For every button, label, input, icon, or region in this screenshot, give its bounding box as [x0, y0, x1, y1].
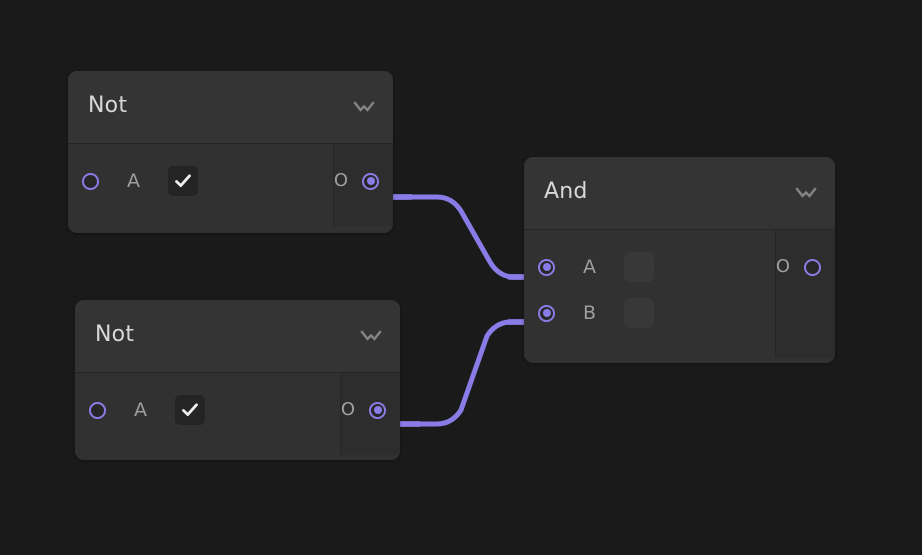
chevron-down-icon[interactable] — [795, 186, 817, 200]
spacer — [524, 230, 775, 244]
spacer — [75, 373, 340, 387]
node-header-and-1[interactable]: And — [524, 157, 835, 230]
input-column: A — [68, 144, 333, 226]
stub-not2-out — [398, 421, 420, 427]
input-port-b[interactable] — [538, 304, 555, 322]
spacer — [524, 336, 775, 358]
input-label: A — [583, 255, 596, 278]
stub-not1-out — [390, 194, 412, 200]
node-title: Not — [95, 322, 135, 347]
output-port-o[interactable] — [362, 172, 379, 190]
spacer — [68, 144, 333, 158]
spacer — [75, 433, 340, 455]
checkbox-a[interactable] — [168, 166, 198, 196]
output-row-o: O — [341, 387, 400, 433]
wire-not1-to-and-a[interactable] — [389, 194, 527, 280]
spacer — [334, 144, 393, 158]
checkbox-b — [624, 298, 655, 328]
input-row-b: B — [524, 290, 775, 336]
output-port-o[interactable] — [804, 258, 821, 276]
node-header-not-2[interactable]: Not — [75, 300, 400, 373]
output-column: O — [339, 373, 400, 455]
input-label: A — [127, 169, 140, 192]
checkbox-a[interactable] — [175, 395, 205, 425]
input-row-a: A — [75, 387, 340, 433]
output-column: O — [332, 144, 393, 226]
output-label: O — [333, 170, 348, 191]
spacer — [776, 230, 835, 244]
output-row-o: O — [776, 244, 835, 290]
input-label: B — [583, 301, 597, 324]
node-title: Not — [88, 93, 128, 118]
output-row-o: O — [334, 158, 393, 204]
chevron-down-icon[interactable] — [360, 329, 382, 343]
input-column: A — [75, 373, 340, 455]
node-title: And — [544, 179, 588, 204]
output-column: O — [774, 230, 835, 358]
node-header-not-1[interactable]: Not — [68, 71, 393, 144]
input-port-a[interactable] — [89, 401, 106, 419]
checkbox-a — [624, 252, 654, 282]
output-label: O — [340, 399, 355, 420]
output-label: O — [775, 256, 790, 277]
input-row-a: A — [68, 158, 333, 204]
spacer — [341, 373, 400, 387]
output-port-o[interactable] — [369, 401, 386, 419]
input-port-a[interactable] — [538, 258, 555, 276]
input-row-a: A — [524, 244, 775, 290]
chevron-down-icon[interactable] — [353, 100, 375, 114]
input-label: A — [134, 398, 147, 421]
input-port-a[interactable] — [82, 172, 99, 190]
spacer — [68, 204, 333, 226]
wire-not2-to-and-b[interactable] — [397, 319, 527, 427]
